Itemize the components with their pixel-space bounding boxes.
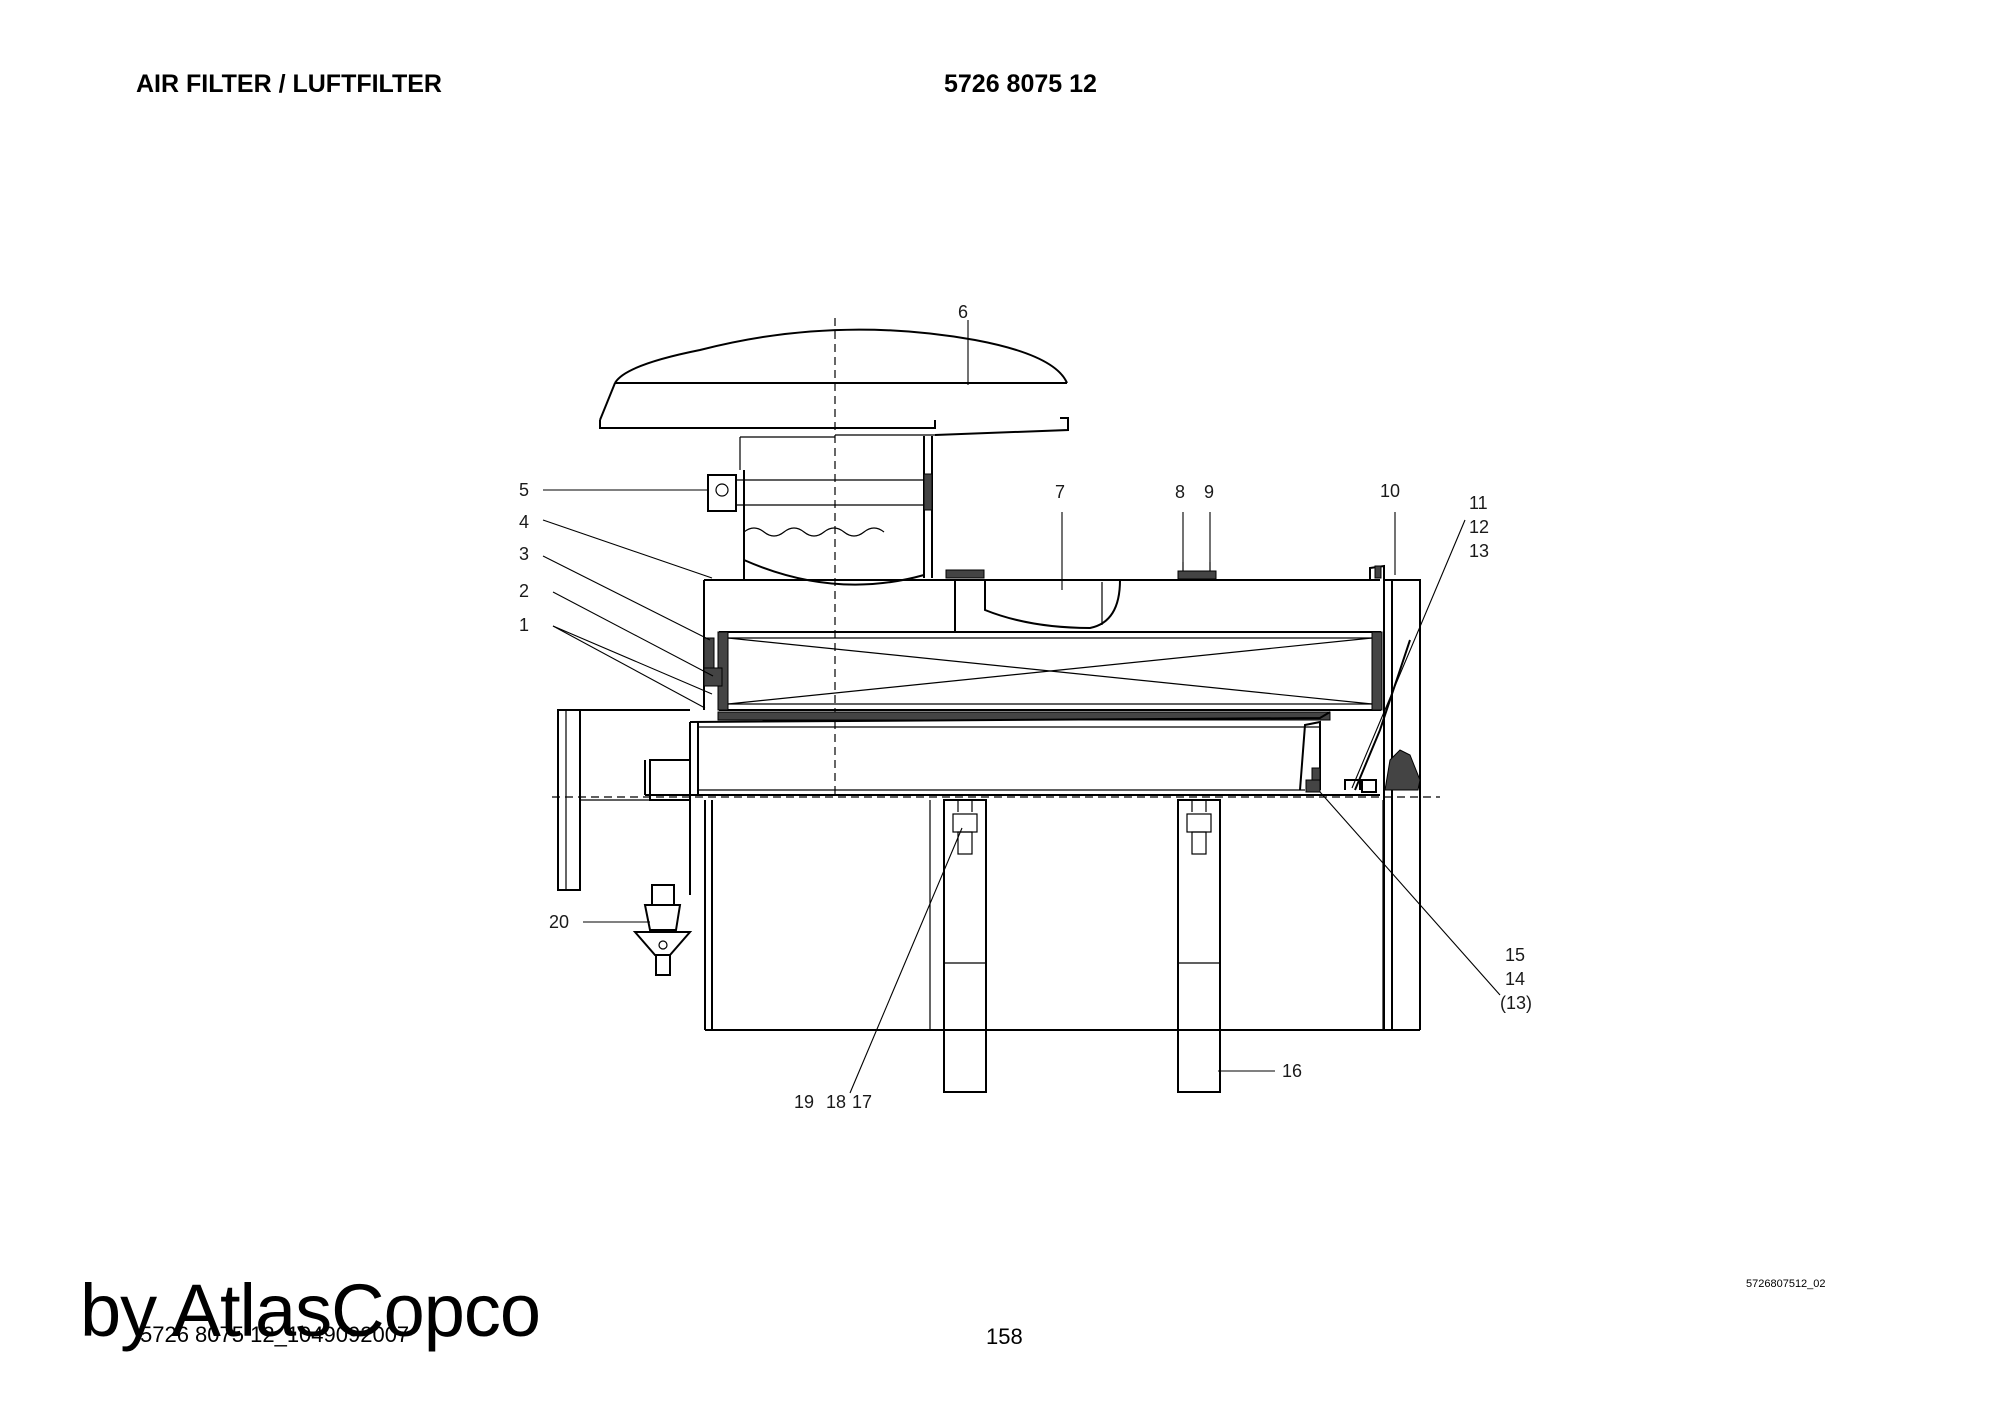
callout-16: 16 — [1282, 1061, 1302, 1081]
callout-20: 20 — [549, 912, 569, 932]
callout-9: 9 — [1204, 482, 1214, 502]
callout-1: 1 — [519, 615, 529, 635]
callout-11: 11 — [1469, 493, 1488, 513]
callout-5: 5 — [519, 480, 529, 500]
callout-10: 10 — [1380, 481, 1400, 501]
rain-cap — [599, 328, 1069, 470]
callout-14: 14 — [1505, 969, 1525, 989]
part-number: 5726 8075 12 — [944, 70, 1097, 98]
callout-7: 7 — [1055, 482, 1065, 502]
filter-element — [703, 631, 1383, 721]
callout-13-ref: (13) — [1500, 993, 1532, 1013]
callout-15: 15 — [1505, 945, 1525, 965]
page-title: AIR FILTER / LUFTFILTER — [136, 70, 442, 98]
page-number: 158 — [986, 1324, 1023, 1349]
mounting-bands — [943, 799, 1221, 1093]
callout-4: 4 — [519, 512, 529, 532]
callout-17: 17 — [852, 1092, 872, 1112]
callout-3: 3 — [519, 544, 529, 564]
inlet-pipe — [707, 436, 933, 586]
sheet-reference: 5726807512_02 — [1746, 1278, 1826, 1290]
callout-6: 6 — [958, 302, 968, 322]
callout-18: 18 — [826, 1092, 846, 1112]
callout-19: 19 — [794, 1092, 814, 1112]
callout-8: 8 — [1175, 482, 1185, 502]
lower-housing — [557, 709, 1384, 1031]
callout-2: 2 — [519, 581, 529, 601]
document-code: 5726 8075 12_1049092007 — [140, 1322, 410, 1347]
callout-13: 13 — [1469, 541, 1489, 561]
brand-watermark: by AtlasCopco — [80, 1269, 541, 1352]
callout-12: 12 — [1469, 517, 1489, 537]
leader-lines — [542, 320, 1501, 1094]
dust-valve — [632, 884, 693, 976]
